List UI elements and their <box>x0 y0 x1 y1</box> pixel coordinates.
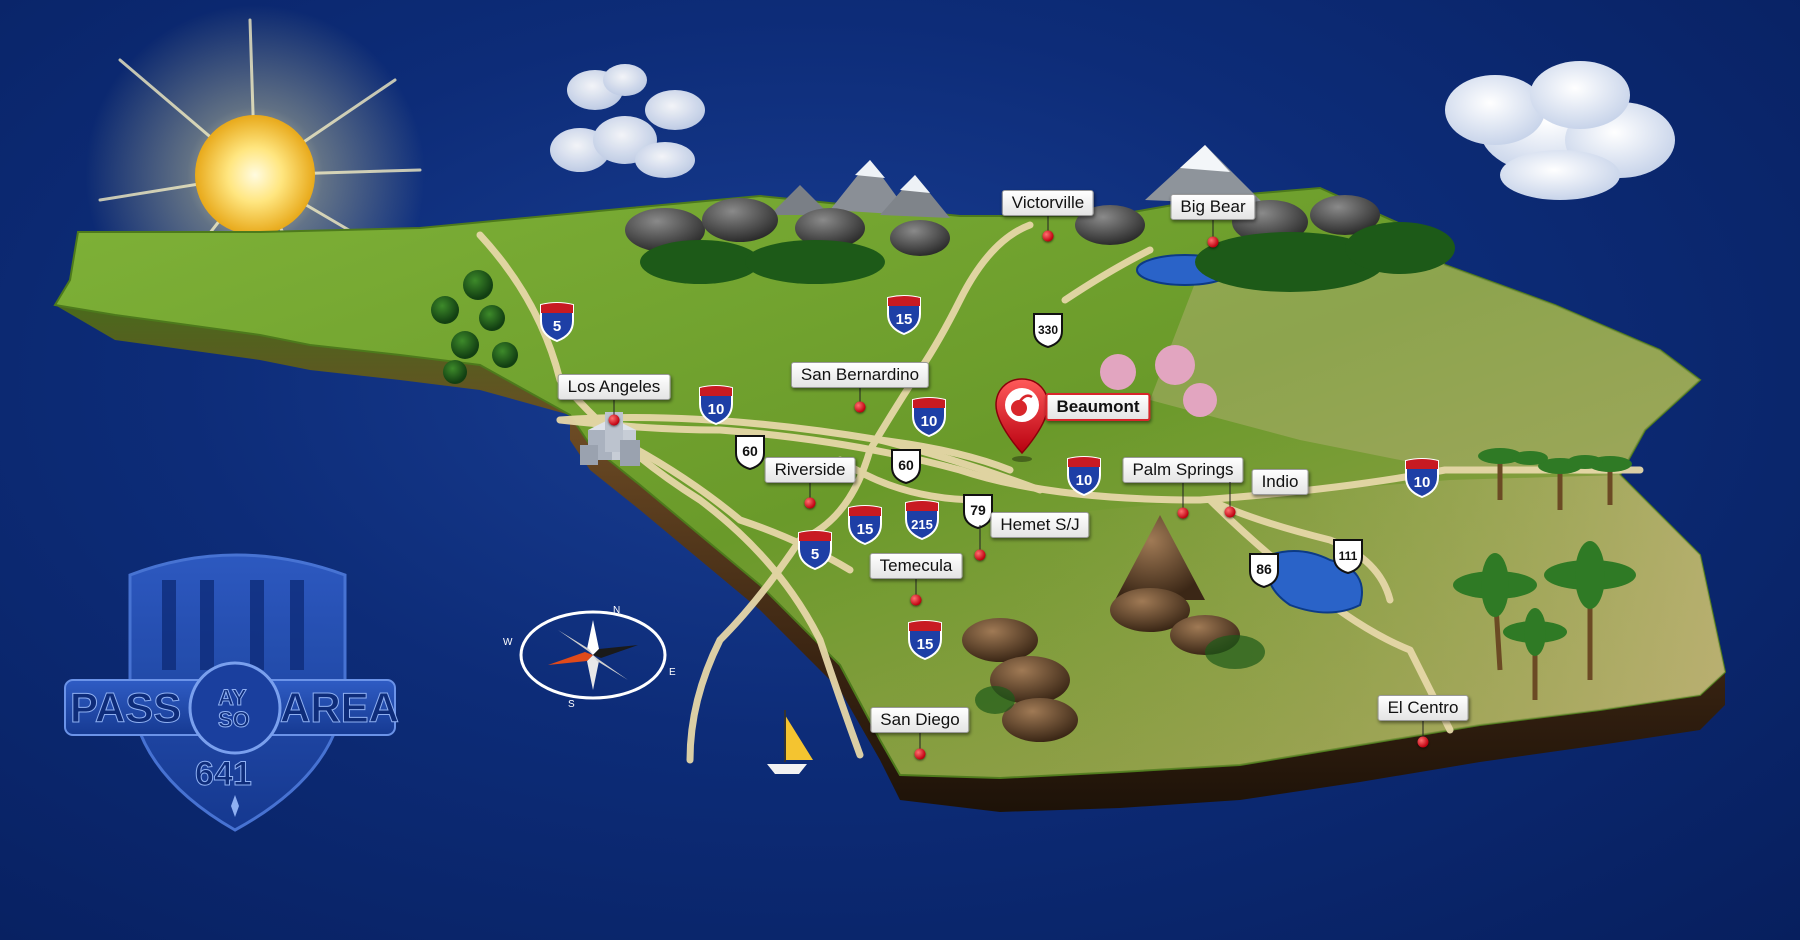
city-pin-stem <box>1422 708 1424 742</box>
interstate-number: 10 <box>921 413 938 430</box>
interstate-shield[interactable]: 10 <box>1064 455 1104 497</box>
city-label-victorville[interactable]: Victorville <box>1001 190 1095 216</box>
city-pin-victorville[interactable] <box>1042 230 1054 242</box>
interstate-number: 215 <box>911 517 933 532</box>
city-pin-palm-springs[interactable] <box>1177 507 1189 519</box>
location-pin-icon[interactable] <box>992 375 1052 465</box>
interstate-number: 15 <box>917 636 934 653</box>
interstate-number: 10 <box>708 401 725 418</box>
road-network <box>476 221 1644 764</box>
route-number: 79 <box>970 502 986 518</box>
city-pin-hemet[interactable] <box>974 549 986 561</box>
cloud-icon <box>1445 61 1675 200</box>
logo-right-text: AREA <box>280 684 399 731</box>
compass-w: W <box>503 637 513 648</box>
state-route-shield[interactable]: 79 <box>961 492 995 530</box>
city-pin-stem <box>1212 207 1214 242</box>
state-route-shield[interactable]: 330 <box>1031 311 1065 349</box>
compass-e: E <box>669 667 676 678</box>
route-number: 330 <box>1038 323 1058 337</box>
city-label-indio[interactable]: Indio <box>1251 469 1309 495</box>
sailboat-icon <box>767 710 813 774</box>
rock-formation <box>962 515 1265 742</box>
logo-left-text: PASS <box>70 684 181 731</box>
city-pin-indio[interactable] <box>1224 506 1236 518</box>
city-label-palm-springs[interactable]: Palm Springs <box>1122 457 1244 483</box>
route-number: 111 <box>1339 549 1358 563</box>
cloud-icon <box>550 64 705 178</box>
compass-n: N <box>613 605 620 616</box>
city-label-hemet[interactable]: Hemet S/J <box>990 512 1090 538</box>
interstate-shield[interactable]: 15 <box>905 619 945 661</box>
city-pin-stem <box>1229 482 1231 512</box>
city-pin-stem <box>915 566 917 600</box>
blossom-tree-icon <box>1100 345 1217 417</box>
state-route-shield[interactable]: 60 <box>733 433 767 471</box>
city-pin-san-bernardino[interactable] <box>854 401 866 413</box>
logo-center-top: AY <box>218 685 247 710</box>
city-pin-stem <box>859 375 861 407</box>
city-pin-stem <box>809 470 811 503</box>
city-label-big-bear[interactable]: Big Bear <box>1170 194 1256 220</box>
city-label-san-diego[interactable]: San Diego <box>870 707 970 733</box>
interstate-number: 15 <box>896 311 913 328</box>
interstate-number: 10 <box>1414 474 1431 491</box>
mountain-range <box>770 145 1265 218</box>
city-label-temecula[interactable]: Temecula <box>869 553 963 579</box>
interstate-shield[interactable]: 5 <box>795 529 835 571</box>
state-route-shield[interactable]: 60 <box>889 447 923 485</box>
interstate-shield[interactable]: 10 <box>909 396 949 438</box>
forest <box>625 195 1455 292</box>
city-pin-temecula[interactable] <box>910 594 922 606</box>
state-route-shield[interactable]: 111 <box>1331 537 1365 575</box>
city-label-beaumont[interactable]: Beaumont <box>1045 393 1151 421</box>
interstate-shield[interactable]: 5 <box>537 301 577 343</box>
logo-center-bottom: SO <box>218 707 250 732</box>
city-pin-stem <box>979 525 981 555</box>
city-pin-el-centro[interactable] <box>1417 736 1429 748</box>
area-logo: PASS AREA AY SO 641 <box>64 553 400 832</box>
city-label-los-angeles[interactable]: Los Angeles <box>557 374 671 400</box>
interstate-number: 10 <box>1076 472 1093 489</box>
city-label-san-bernardino[interactable]: San Bernardino <box>790 362 930 388</box>
route-number: 86 <box>1256 561 1272 577</box>
city-pin-stem <box>1047 203 1049 236</box>
state-route-shield[interactable]: 86 <box>1247 551 1281 589</box>
city-pin-los-angeles[interactable] <box>608 414 620 426</box>
city-pin-stem <box>919 720 921 754</box>
interstate-number: 15 <box>857 521 874 538</box>
interstate-shield[interactable]: 215 <box>902 499 942 541</box>
route-number: 60 <box>898 457 914 473</box>
compass-s: S <box>568 699 575 710</box>
interstate-shield[interactable]: 15 <box>884 294 924 336</box>
city-label-el-centro[interactable]: El Centro <box>1377 695 1469 721</box>
city-pin-stem <box>613 387 615 420</box>
palm-tree-icon <box>1453 448 1636 700</box>
interstate-shield[interactable]: 15 <box>845 504 885 546</box>
interstate-number: 5 <box>811 546 819 563</box>
interstate-shield[interactable]: 10 <box>1402 457 1442 499</box>
city-pin-big-bear[interactable] <box>1207 236 1219 248</box>
city-pin-stem <box>1182 470 1184 513</box>
city-label-riverside[interactable]: Riverside <box>764 457 856 483</box>
city-pin-san-diego[interactable] <box>914 748 926 760</box>
compass-icon: N E S W <box>503 605 676 710</box>
interstate-shield[interactable]: 10 <box>696 384 736 426</box>
route-number: 60 <box>742 443 758 459</box>
interstate-number: 5 <box>553 318 561 335</box>
city-pin-riverside[interactable] <box>804 497 816 509</box>
logo-number: 641 <box>195 755 252 793</box>
tree-icon <box>431 270 518 384</box>
